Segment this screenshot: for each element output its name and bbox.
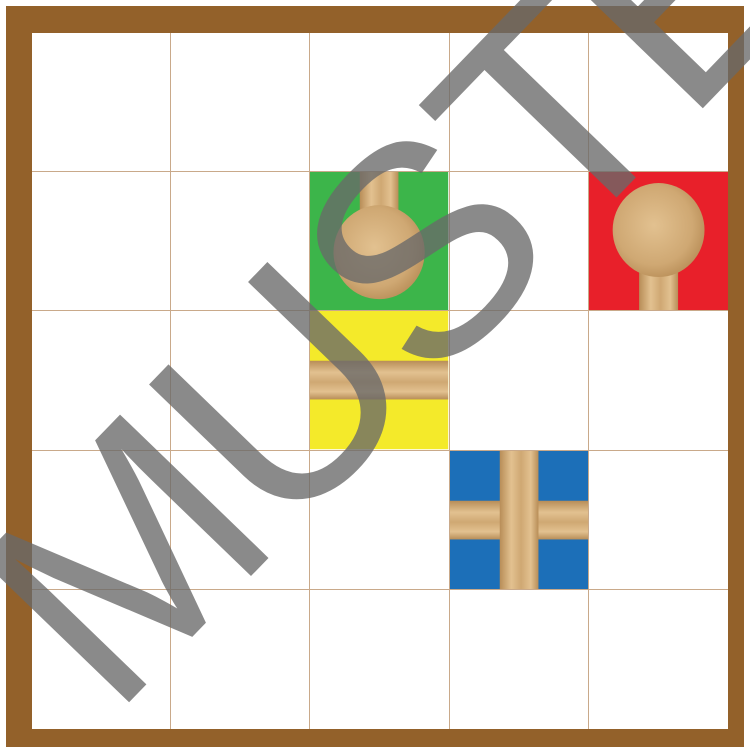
board-cell[interactable]	[171, 451, 310, 590]
end-cap-top-piece	[589, 172, 728, 310]
wood-bulb	[334, 205, 425, 299]
yellow-tile[interactable]	[310, 311, 449, 450]
board-cell[interactable]	[32, 172, 171, 311]
wood-channel	[310, 361, 448, 400]
board-cell[interactable]	[589, 590, 728, 729]
board-cell[interactable]	[171, 311, 310, 450]
cross-piece	[450, 451, 588, 589]
straight-horizontal-piece	[310, 311, 448, 449]
red-tile[interactable]	[589, 172, 728, 311]
board-cell[interactable]	[589, 451, 728, 590]
board-cell[interactable]	[32, 451, 171, 590]
board-cell[interactable]	[171, 172, 310, 311]
board-cell[interactable]	[450, 311, 589, 450]
board-grid	[32, 33, 728, 729]
board-cell[interactable]	[589, 33, 728, 172]
board-cell[interactable]	[310, 451, 449, 590]
board-cell[interactable]	[450, 172, 589, 311]
board-cell[interactable]	[450, 33, 589, 172]
board-cell[interactable]	[32, 33, 171, 172]
board-cell[interactable]	[171, 590, 310, 729]
board-cell[interactable]	[589, 311, 728, 450]
board-cell[interactable]	[310, 33, 449, 172]
board-cell[interactable]	[171, 33, 310, 172]
board-cell[interactable]	[310, 590, 449, 729]
green-tile[interactable]	[310, 172, 449, 311]
end-cap-bottom-piece	[310, 172, 448, 310]
board-cell[interactable]	[450, 590, 589, 729]
wood-channel-vertical	[499, 451, 538, 589]
blue-tile[interactable]	[450, 451, 589, 590]
board-cell[interactable]	[32, 590, 171, 729]
board-cell[interactable]	[32, 311, 171, 450]
wood-bulb	[612, 183, 704, 277]
